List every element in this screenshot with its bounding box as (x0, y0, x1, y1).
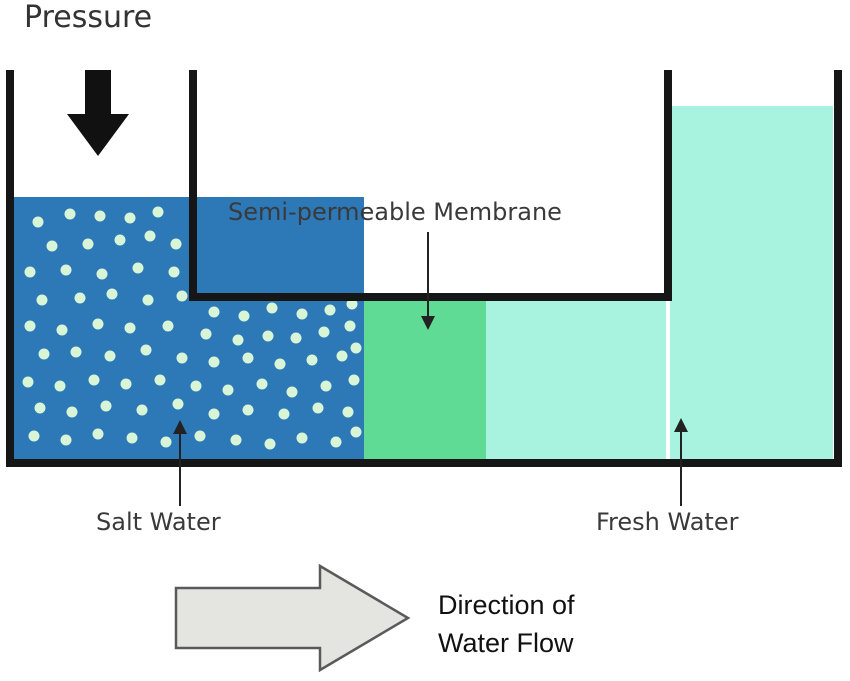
salt-particle (290, 332, 302, 344)
salt-particle (82, 238, 94, 250)
flow-direction-label: Direction of Water Flow (438, 586, 575, 662)
salt-water-pointer-arrow (173, 420, 187, 506)
salt-particle (200, 328, 212, 340)
salt-particle (242, 352, 254, 364)
salt-particle (28, 430, 40, 442)
salt-particles (22, 206, 362, 450)
salt-water-label: Salt Water (96, 508, 221, 536)
fresh-water-region (486, 300, 666, 461)
salt-particle (36, 294, 48, 306)
salt-particle (324, 304, 336, 316)
salt-particle (124, 212, 136, 224)
salt-particle (256, 378, 268, 390)
salt-particle (194, 430, 206, 442)
salt-particle (34, 402, 46, 414)
membrane-pointer-arrow (421, 232, 435, 330)
salt-particle (208, 306, 220, 318)
salt-particle (60, 264, 72, 276)
salt-particle (168, 266, 180, 278)
pressure-label: Pressure (24, 0, 153, 35)
flow-label-line1: Direction of (438, 590, 575, 620)
salt-particle (56, 324, 68, 336)
salt-particle (346, 298, 358, 310)
salt-particle (350, 426, 362, 438)
salt-particle (92, 318, 104, 330)
salt-particle (176, 290, 188, 302)
salt-particle (266, 302, 278, 314)
salt-particle (140, 344, 152, 356)
salt-particle (94, 210, 106, 222)
flow-direction-arrow-icon (174, 563, 411, 673)
salt-particle (96, 268, 108, 280)
salt-particle (66, 406, 78, 418)
salt-particle (152, 206, 164, 218)
salt-particle (208, 408, 220, 420)
salt-particle (176, 352, 188, 364)
salt-particle (330, 436, 342, 448)
salt-particle (46, 240, 58, 252)
salt-particle (114, 234, 126, 246)
salt-particle (274, 358, 286, 370)
salt-particle (32, 216, 44, 228)
salt-particle (190, 380, 202, 392)
fresh-water-pointer-arrow (674, 418, 688, 506)
salt-particle (104, 350, 116, 362)
salt-particle (124, 322, 136, 334)
tank-outline (6, 70, 842, 467)
salt-particle (142, 294, 154, 306)
salt-particle (318, 326, 330, 338)
salt-particle (342, 406, 354, 418)
fresh-water-label: Fresh Water (596, 508, 739, 536)
salt-particle (208, 356, 220, 368)
salt-particle (54, 380, 66, 392)
salt-particle (120, 378, 132, 390)
salt-particle (242, 404, 254, 416)
salt-particle (306, 354, 318, 366)
salt-particle (144, 230, 156, 242)
salt-particle (24, 266, 36, 278)
salt-particle (60, 434, 72, 446)
salt-particle (238, 310, 250, 322)
salt-particle (232, 334, 244, 346)
salt-particle (312, 402, 324, 414)
salt-particle (296, 308, 308, 320)
salt-particle (24, 320, 36, 332)
salt-particle (132, 262, 144, 274)
membrane-label: Semi-permeable Membrane (228, 198, 562, 226)
tank-divider (189, 70, 672, 301)
salt-particle (348, 374, 360, 386)
salt-particle (100, 400, 112, 412)
flow-label-line2: Water Flow (438, 628, 574, 658)
salt-particle (230, 434, 242, 446)
salt-particle (320, 380, 332, 392)
salt-particle (154, 374, 166, 386)
salt-particle (92, 428, 104, 440)
salt-particle (262, 330, 274, 342)
pressure-arrow-icon (67, 70, 129, 156)
salt-particle (336, 350, 348, 362)
salt-particle (106, 288, 118, 300)
salt-particle (170, 238, 182, 250)
salt-particle (74, 292, 86, 304)
salt-particle (38, 348, 50, 360)
salt-particle (88, 374, 100, 386)
salt-particle (344, 320, 356, 332)
salt-particle (172, 398, 184, 410)
salt-particle (70, 346, 82, 358)
salt-particle (162, 320, 174, 332)
salt-particle (222, 384, 234, 396)
fresh-water-column (670, 106, 833, 461)
salt-particle (350, 342, 362, 354)
salt-particle (64, 208, 76, 220)
salt-particle (126, 432, 138, 444)
salt-particle (22, 376, 34, 388)
salt-particle (296, 432, 308, 444)
salt-particle (264, 438, 276, 450)
salt-particle (278, 408, 290, 420)
salt-particle (136, 404, 148, 416)
salt-particle (160, 436, 172, 448)
semi-permeable-membrane (364, 300, 486, 461)
salt-particle (286, 386, 298, 398)
